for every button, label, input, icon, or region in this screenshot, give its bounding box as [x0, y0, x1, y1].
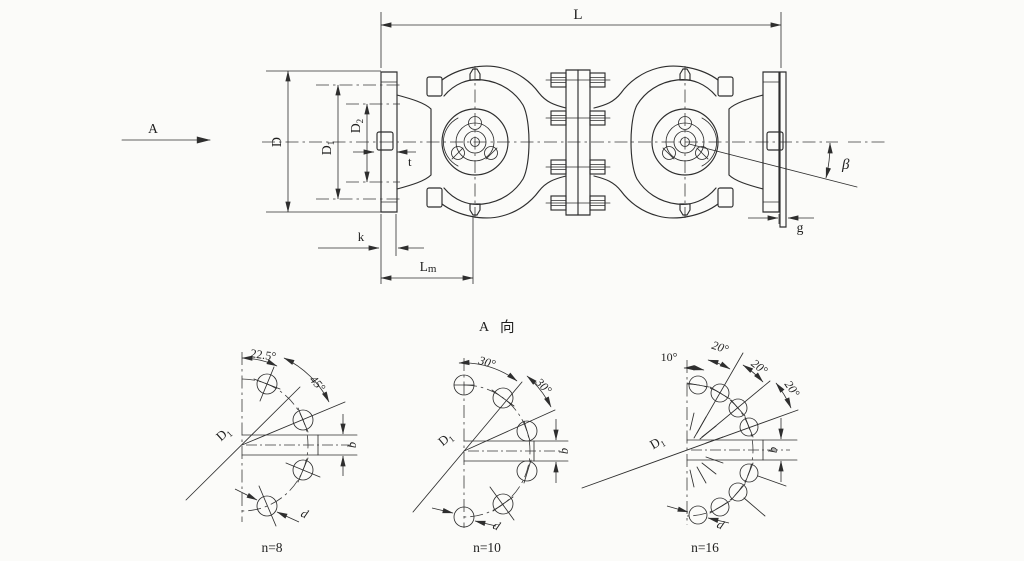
bolt-diagram-n10: 30° 30° D1 b d n=10 [412, 353, 571, 555]
label-D: D [270, 137, 285, 147]
bolt-row [545, 110, 611, 126]
n10-D1-label: D1 [435, 428, 457, 450]
dim-L: L [380, 7, 782, 68]
label-t: t [408, 154, 412, 169]
dim-g: g [748, 214, 814, 235]
right-gasket-plate [779, 71, 787, 228]
dim-D1: D1 [316, 84, 400, 200]
n16-b-label: b [766, 447, 780, 453]
label-L: L [573, 7, 582, 23]
n8-b-label: b [345, 442, 359, 448]
dim-t: t [353, 149, 416, 169]
n10-angle-1: 30° [476, 353, 497, 371]
bolt-diagram-n16: 10° 20° 20° 20° D1 b d n=16 [581, 338, 803, 555]
n16-D1-label: D1 [647, 432, 668, 454]
label-D2: D2 [348, 119, 365, 133]
bolt-diagram-n8: 22.5° 45° D1 b d n=8 [185, 346, 359, 555]
label-g: g [797, 220, 804, 235]
label-beta: β [841, 157, 850, 173]
center-flange-bolts [545, 69, 611, 216]
dim-Lm: Lm [380, 216, 474, 284]
label-k: k [358, 229, 365, 244]
view-a-arrow-label: A [148, 121, 158, 136]
n10-d-label: d [491, 518, 503, 534]
dim-D: D [266, 70, 381, 213]
view-label-char: 向 [500, 319, 515, 336]
bolt-row [545, 72, 611, 88]
n8-d-label: d [299, 506, 311, 522]
n16-angle-2: 20° [710, 338, 730, 357]
bolt-row [545, 159, 611, 175]
n16-d-label: d [715, 517, 727, 533]
n10-angle-2: 30° [532, 375, 555, 398]
n10-b-label: b [557, 448, 571, 454]
n16-count-label: n=16 [691, 540, 719, 555]
label-D1: D1 [319, 141, 336, 155]
dim-D2: D2 [346, 103, 400, 183]
view-label-letter: A [479, 320, 490, 335]
n8-count-label: n=8 [261, 540, 282, 555]
view-a-section-label: A 向 [479, 319, 515, 336]
n16-angle-1: 10° [661, 350, 678, 364]
n8-D1-label: D1 [213, 423, 235, 445]
label-Lm: Lm [420, 259, 437, 275]
n8-angle-1: 22.5° [250, 346, 278, 363]
n16-angle-3: 20° [749, 356, 771, 377]
n10-count-label: n=10 [473, 540, 501, 555]
bolt-row [545, 195, 611, 211]
dim-k: k [318, 214, 424, 284]
beta-angle: β [688, 142, 858, 188]
view-a-arrow: A [121, 121, 211, 144]
